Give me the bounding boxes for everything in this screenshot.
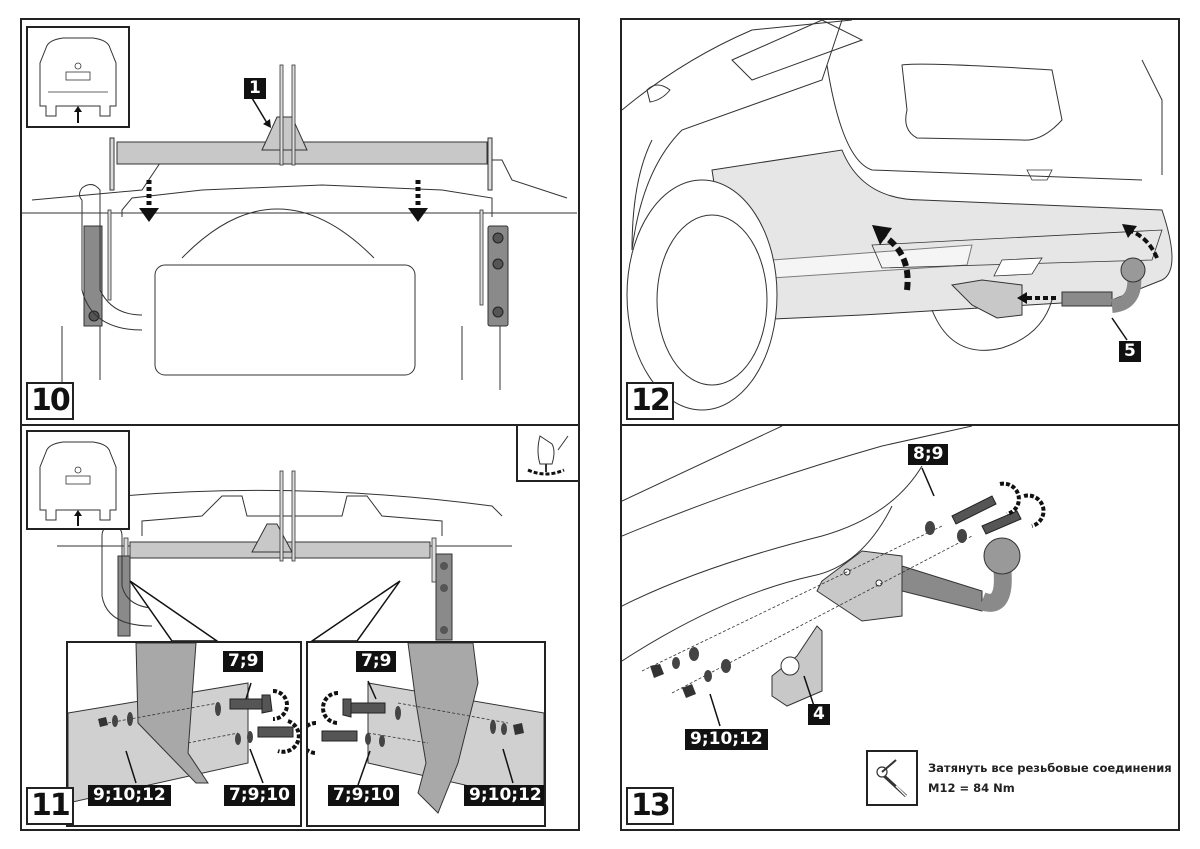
step-13-illustration — [622, 426, 1046, 727]
hand-tighten-inset — [516, 426, 578, 482]
hand-tighten-icon — [527, 435, 569, 476]
step-number: 13 — [626, 787, 674, 825]
torque-wrench-icon — [876, 759, 908, 798]
car-rear-view-icon — [39, 37, 117, 123]
car-rear-view-inset — [26, 26, 130, 128]
part-label-5: 5 — [1119, 341, 1141, 362]
part-label-8-9: 8;9 — [908, 444, 949, 465]
car-rear-view-icon — [39, 441, 117, 526]
part-label-7-9-10: 7;9;10 — [224, 785, 295, 806]
part-label-1: 1 — [244, 78, 266, 99]
part-label-7-9-10: 7;9;10 — [328, 785, 399, 806]
torque-note: Затянуть все резьбовые соединения M12 = … — [928, 758, 1172, 798]
car-rear-view-inset — [26, 430, 130, 530]
part-label-7-9: 7;9 — [223, 651, 264, 672]
part-label-9-10-12: 9;10;12 — [685, 729, 768, 750]
part-label-9-10-12: 9;10;12 — [464, 785, 544, 806]
step-13-panel: 8;9 4 9;10;12 Затянуть все резьбовые сое… — [620, 424, 1180, 831]
detail-left-illustration — [68, 643, 300, 804]
step-number: 10 — [26, 382, 74, 420]
step-11-illustration — [57, 470, 512, 642]
down-arrow-icon — [139, 180, 428, 222]
part-label-9-10-12: 9;10;12 — [88, 785, 171, 806]
torque-note-line1: Затянуть все резьбовые соединения — [928, 761, 1172, 775]
detail-right-zoom: 7;9 7;9;10 9;10;12 — [306, 641, 546, 827]
step-11-panel: 7;9 9;10;12 7;9;10 7;9 7;9;10 9;10 — [20, 424, 580, 831]
torque-wrench-inset — [866, 750, 918, 806]
step-12-panel: 5 12 — [620, 18, 1180, 426]
step-10-panel: 1 10 — [20, 18, 580, 426]
part-label-4: 4 — [808, 704, 830, 725]
step-10-illustration — [22, 64, 577, 390]
step-number: 12 — [626, 382, 674, 420]
torque-note-line2: M12 = 84 Nm — [928, 781, 1015, 795]
step-12-illustration — [622, 20, 1173, 411]
part-label-7-9: 7;9 — [356, 651, 397, 672]
step-number: 11 — [26, 787, 74, 825]
detail-left-zoom: 7;9 9;10;12 7;9;10 — [66, 641, 302, 827]
detail-right-illustration — [308, 643, 544, 814]
